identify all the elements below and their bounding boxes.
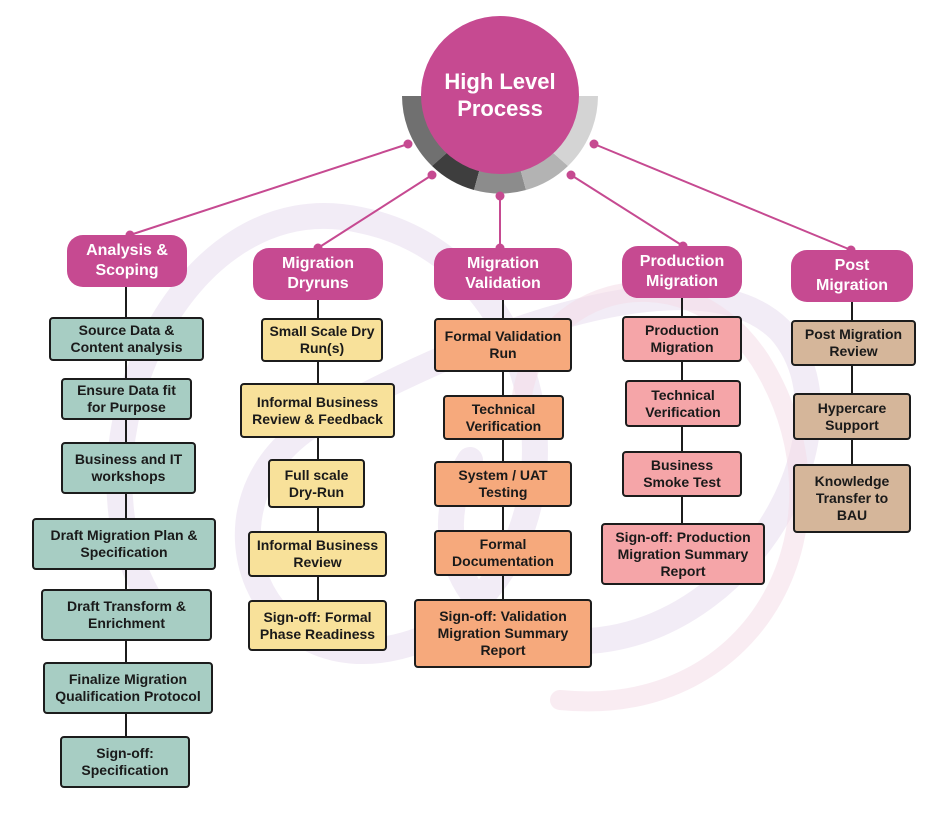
connector-line-2 [317, 174, 433, 249]
step-signoff-production-report: Sign-off: Production Migration Summary R… [601, 523, 765, 585]
phase-header-production: Production Migration [622, 246, 742, 298]
step-signoff-phase-readiness: Sign-off: Formal Phase Readiness [248, 600, 387, 651]
connector-line-5 [593, 143, 852, 251]
step-informal-business-review: Informal Business Review [248, 531, 387, 577]
step-business-it-workshops: Business and IT workshops [61, 442, 196, 494]
step-full-scale-dry-run: Full scale Dry-Run [268, 459, 365, 508]
hub-ring [402, 96, 598, 194]
step-informal-review-feedback: Informal Business Review & Feedback [240, 383, 395, 438]
connector-line-4 [570, 174, 684, 247]
hub-connectors [125, 139, 856, 255]
connector-line-1 [129, 143, 409, 236]
step-draft-transform: Draft Transform & Enrichment [41, 589, 212, 641]
step-ensure-data-fit: Ensure Data fit for Purpose [61, 378, 192, 420]
step-technical-verification-prod: Technical Verification [625, 380, 741, 427]
connector-dot [589, 139, 599, 149]
diagram-title: High Level Process [444, 69, 556, 121]
step-signoff-specification: Sign-off: Specification [60, 736, 190, 788]
phase-header-validation: Migration Validation [434, 248, 572, 300]
step-source-data-analysis: Source Data & Content analysis [49, 317, 204, 361]
step-small-scale-dry-run: Small Scale Dry Run(s) [261, 318, 383, 362]
connector-dot [566, 170, 576, 180]
step-post-migration-review: Post Migration Review [791, 320, 916, 366]
phase-header-dryruns: Migration Dryruns [253, 248, 383, 300]
step-knowledge-transfer: Knowledge Transfer to BAU [793, 464, 911, 533]
hub-circle: High Level Process [421, 16, 579, 174]
connector-dot [495, 191, 505, 201]
connector-dot [427, 170, 437, 180]
step-system-uat-testing: System / UAT Testing [434, 461, 572, 507]
step-signoff-validation-report: Sign-off: Validation Migration Summary R… [414, 599, 592, 668]
step-formal-validation-run: Formal Validation Run [434, 318, 572, 372]
step-business-smoke-test: Business Smoke Test [622, 451, 742, 497]
step-formal-documentation: Formal Documentation [434, 530, 572, 576]
step-production-migration: Production Migration [622, 316, 742, 362]
step-finalize-protocol: Finalize Migration Qualification Protoco… [43, 662, 213, 714]
phase-header-analysis: Analysis & Scoping [67, 235, 187, 287]
step-hypercare-support: Hypercare Support [793, 393, 911, 440]
step-technical-verification-val: Technical Verification [443, 395, 564, 440]
phase-header-post: Post Migration [791, 250, 913, 302]
connector-dot [403, 139, 413, 149]
step-draft-migration-plan: Draft Migration Plan & Specification [32, 518, 216, 570]
